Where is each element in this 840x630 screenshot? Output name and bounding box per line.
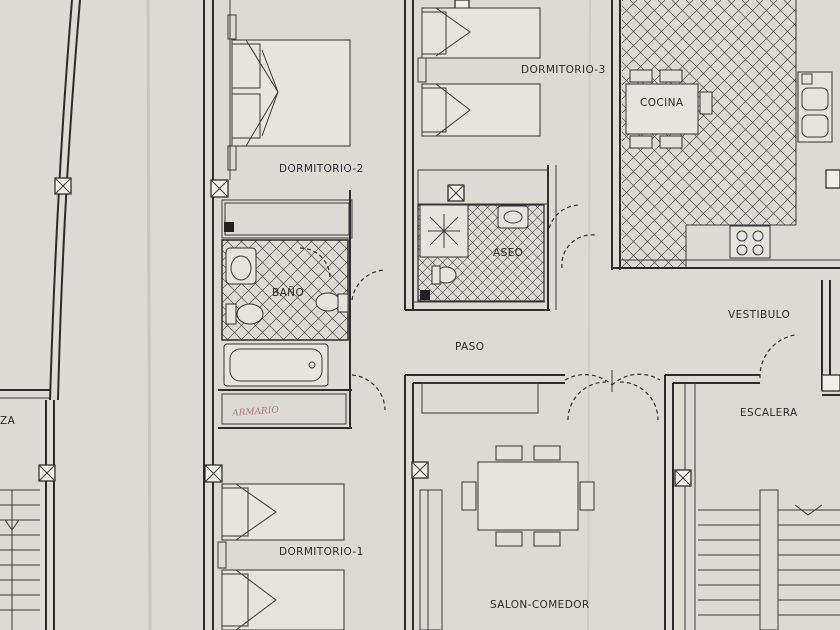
handwritten-armario-note: ARMARIO bbox=[231, 406, 280, 419]
central-walls bbox=[404, 0, 557, 311]
label-vestibulo: VESTIBULO bbox=[728, 309, 790, 321]
cocina-room bbox=[611, 0, 840, 270]
salon-walls bbox=[404, 370, 661, 630]
paper-folds bbox=[146, 0, 591, 630]
aseo-room bbox=[417, 169, 596, 302]
bed-dormitorio-2 bbox=[227, 14, 351, 171]
beds-dormitorio-1 bbox=[217, 483, 345, 630]
stairs-left bbox=[0, 489, 40, 630]
label-edge-left: ZA bbox=[0, 415, 16, 427]
label-dormitorio-1: DORMITORIO-1 bbox=[279, 546, 364, 558]
west-exterior-wall bbox=[203, 0, 231, 630]
label-cocina: COCINA bbox=[640, 97, 684, 109]
label-dormitorio-3: DORMITORIO-3 bbox=[521, 64, 606, 76]
left-edge-structure bbox=[0, 0, 81, 630]
bano-room bbox=[221, 239, 349, 387]
stairs-escalera bbox=[698, 489, 840, 630]
label-aseo: ASEO bbox=[493, 247, 523, 259]
label-bano: BAÑO bbox=[272, 286, 304, 299]
beds-dormitorio-3 bbox=[417, 7, 541, 137]
dining-table bbox=[461, 445, 595, 547]
wardrobe-top bbox=[221, 199, 353, 239]
label-paso: PASO bbox=[455, 341, 484, 353]
label-escalera: ESCALERA bbox=[740, 407, 798, 419]
label-dormitorio-2: DORMITORIO-2 bbox=[279, 163, 364, 175]
doors-west-corridor bbox=[351, 269, 386, 411]
escalera-enclosure bbox=[664, 280, 840, 630]
label-salon-comedor: SALON-COMEDOR bbox=[490, 599, 590, 611]
armario-closet bbox=[218, 190, 352, 429]
